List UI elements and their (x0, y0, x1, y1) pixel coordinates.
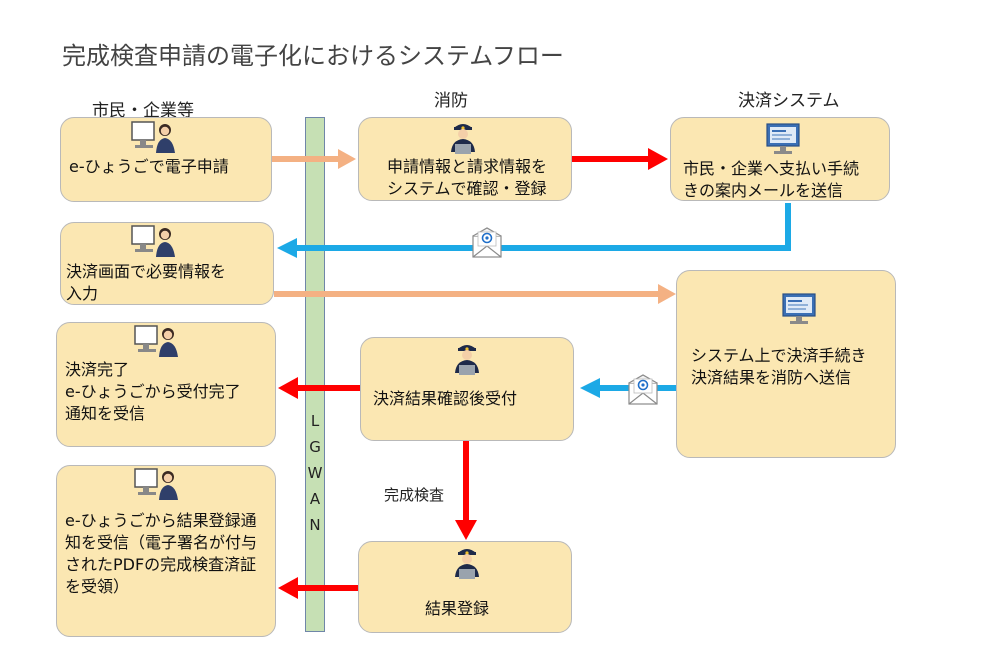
computer-monitor-icon (766, 123, 800, 154)
citizen-step-input-text: 決済画面で必要情報を 入力 (66, 262, 227, 303)
citizen-step-result-text: e-ひょうごから結果登録通 知を受信（電子署名が付与 されたPDFの完成検査済証… (65, 511, 258, 596)
fire-step-accept-text: 決済結果確認後受付 (373, 389, 518, 408)
arrow-accept-to-register (455, 441, 477, 540)
fire-step-register-text: 結果登録 (425, 599, 490, 618)
fire-officer-at-laptop-icon (451, 124, 475, 154)
column-heading-fire: 消防 (434, 91, 468, 111)
column-heading-citizen: 市民・企業等 (92, 101, 194, 121)
email-envelope-icon (628, 374, 658, 405)
computer-monitor-icon (782, 293, 816, 324)
person-at-computer-icon (134, 325, 178, 357)
fire-officer-at-laptop-icon (455, 549, 479, 579)
citizen-step-apply-text: e-ひょうごで電子申請 (69, 157, 229, 176)
arrow-register-to-citizen (278, 577, 358, 599)
payment-step-notify-text: 市民・企業へ支払い手続 きの案内メールを送信 (683, 159, 860, 200)
column-heading-payment: 決済システム (738, 91, 840, 111)
person-at-computer-icon (131, 225, 175, 257)
arrow-apply-to-fire (272, 149, 356, 169)
edge-label-inspection: 完成検査 (384, 486, 445, 504)
diagram-title: 完成検査申請の電子化におけるシステムフロー (62, 42, 564, 70)
lgwan-label: L G W A N (307, 412, 323, 534)
arrow-accept-to-citizen (278, 377, 360, 399)
email-envelope-icon (472, 227, 502, 258)
fire-step-confirm-text: 申請情報と請求情報を システムで確認・登録 (387, 157, 548, 198)
payment-step-process-text: システム上で決済手続き 決済結果を消防へ送信 (691, 346, 867, 387)
arrow-mail-to-citizen (277, 203, 791, 258)
citizen-step-payment-done-text: 決済完了 e-ひょうごから受付完了 通知を受信 (65, 360, 241, 423)
arrow-fire-to-payment (572, 148, 668, 170)
fire-officer-at-laptop-icon (455, 345, 479, 375)
arrow-input-to-payment (274, 284, 676, 304)
person-at-computer-icon (134, 468, 178, 500)
person-at-computer-icon (131, 121, 175, 153)
